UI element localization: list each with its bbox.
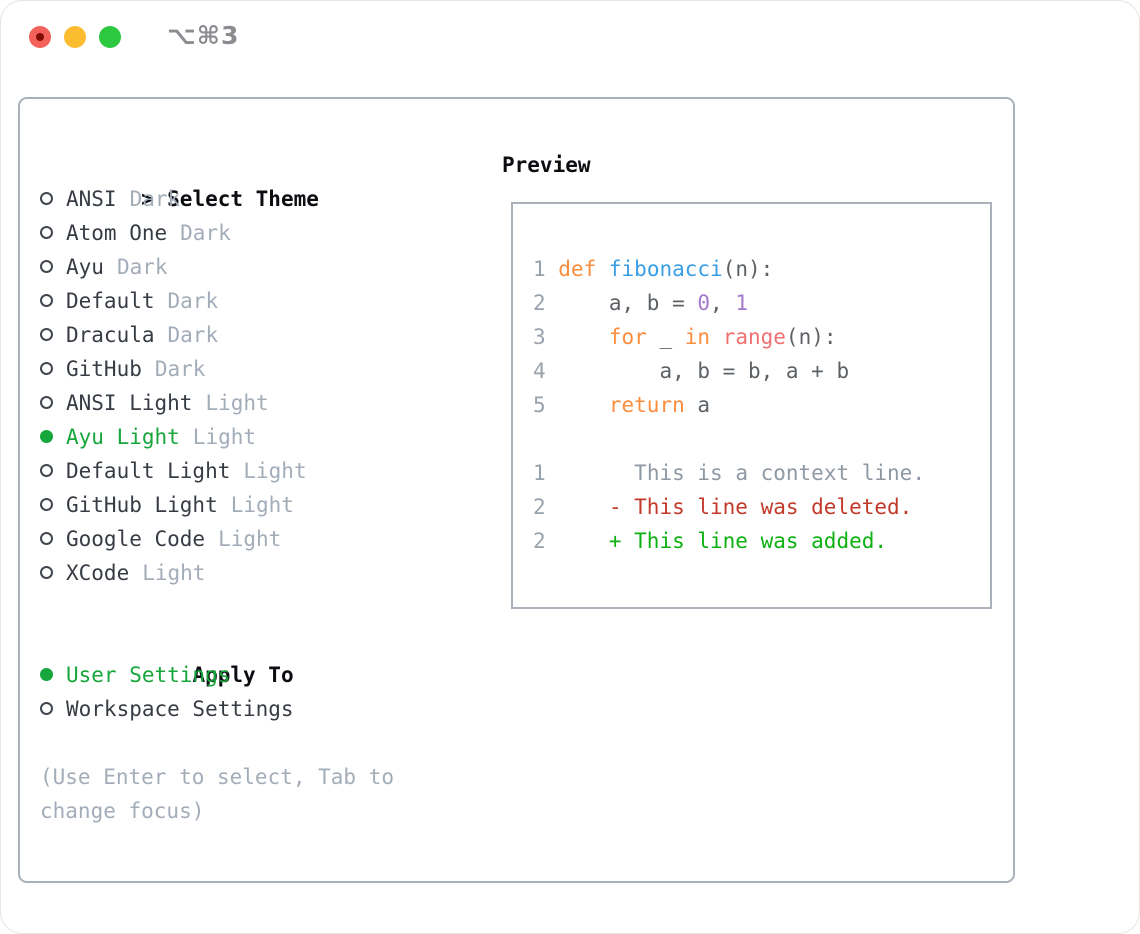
theme-option-label: GitHub Light (66, 493, 218, 517)
radio-selected-icon (40, 658, 66, 692)
radio-icon (40, 284, 66, 318)
traffic-lights (29, 26, 121, 48)
theme-option-default[interactable]: Default Dark (40, 284, 407, 318)
zoom-button[interactable] (99, 26, 121, 48)
radio-icon (40, 556, 66, 590)
preview-code: 1 def fibonacci(n): 2 a, b = 0, 1 3 for … (533, 257, 925, 553)
radio-icon (40, 522, 66, 556)
theme-option-google-code[interactable]: Google Code Light (40, 522, 407, 556)
apply-option-workspace-settings[interactable]: Workspace Settings (40, 692, 407, 726)
radio-icon (40, 454, 66, 488)
theme-variant-label: Dark (167, 289, 219, 313)
theme-option-github-light[interactable]: GitHub Light Light (40, 488, 407, 522)
theme-option-label: Google Code (66, 527, 206, 551)
close-button[interactable] (29, 26, 51, 48)
select-theme-header: > Select Theme (40, 148, 407, 211)
radio-icon (40, 386, 66, 420)
preview-box: 1 def fibonacci(n): 2 a, b = 0, 1 3 for … (511, 202, 992, 609)
theme-option-label: XCode (66, 561, 130, 585)
radio-icon (40, 250, 66, 284)
theme-variant-label: Dark (129, 187, 181, 211)
radio-selected-icon (40, 420, 66, 454)
theme-option-label: ANSI Light (66, 391, 193, 415)
theme-variant-label: Light (218, 527, 282, 551)
radio-icon (40, 352, 66, 386)
radio-icon (40, 318, 66, 352)
theme-variant-label: Dark (167, 323, 219, 347)
theme-option-xcode[interactable]: XCode Light (40, 556, 407, 590)
window-title: ⌥⌘3 (167, 21, 240, 50)
theme-option-ansi[interactable]: ANSI Dark (40, 182, 407, 216)
theme-option-label: Dracula (66, 323, 155, 347)
theme-option-dracula[interactable]: Dracula Dark (40, 318, 407, 352)
radio-icon (40, 692, 66, 726)
select-theme-label: Select Theme (167, 187, 319, 211)
theme-option-ayu[interactable]: Ayu Dark (40, 250, 407, 284)
theme-variant-label: Dark (154, 357, 206, 381)
help-text: (Use Enter to select, Tab to change focu… (40, 765, 395, 823)
theme-variant-label: Dark (116, 255, 168, 279)
theme-option-label: ANSI (66, 187, 117, 211)
apply-option-label: Workspace Settings (66, 697, 294, 721)
theme-option-label: GitHub (66, 357, 142, 381)
radio-icon (40, 216, 66, 250)
apply-option-label: User Settings (66, 663, 231, 687)
theme-option-label: Ayu (66, 255, 104, 279)
theme-option-label: Default Light (66, 459, 231, 483)
theme-option-atom-one[interactable]: Atom One Dark (40, 216, 407, 250)
radio-icon (40, 488, 66, 522)
focus-prompt-icon: > (141, 187, 154, 211)
theme-option-default-light[interactable]: Default Light Light (40, 454, 407, 488)
theme-variant-label: Light (230, 493, 294, 517)
theme-variant-label: Light (205, 391, 269, 415)
unsaved-indicator-icon (36, 33, 44, 41)
theme-option-ayu-light[interactable]: Ayu Light Light (40, 420, 407, 454)
apply-to-header: Apply To (40, 624, 407, 687)
theme-option-ansi-light[interactable]: ANSI Light Light (40, 386, 407, 420)
minimize-button[interactable] (64, 26, 86, 48)
apply-to-label: Apply To (192, 663, 294, 687)
radio-icon (40, 182, 66, 216)
theme-variant-label: Light (192, 425, 257, 449)
theme-option-label: Atom One (66, 221, 168, 245)
theme-variant-label: Light (142, 561, 206, 585)
apply-option-user-settings[interactable]: User Settings (40, 658, 407, 692)
theme-variant-label: Light (243, 459, 307, 483)
preview-label: Preview (502, 153, 591, 177)
theme-variant-label: Dark (180, 221, 231, 245)
theme-option-label: Ayu Light (66, 425, 180, 449)
theme-option-label: Default (66, 289, 155, 313)
theme-option-github[interactable]: GitHub Dark (40, 352, 407, 386)
